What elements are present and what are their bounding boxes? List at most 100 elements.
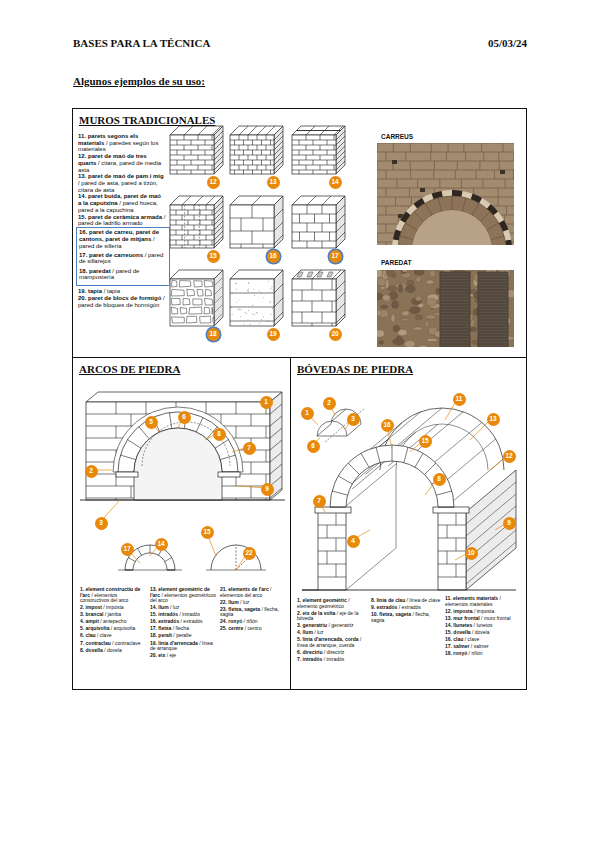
drawing-line: [302, 290, 303, 301]
drawing-line: [332, 279, 333, 290]
drawing-line: [479, 332, 507, 333]
term-catalan: 11. elements materials: [445, 595, 498, 601]
texture-dot: [259, 322, 261, 324]
term-spanish: / riñón: [242, 618, 257, 624]
drawing-line: [177, 170, 178, 174]
drawing-line: [431, 143, 432, 152]
drawing-line: [184, 205, 185, 248]
drawing-line: [214, 131, 223, 140]
drawing-line: [194, 215, 195, 220]
drawing-line: [214, 151, 223, 160]
drawing-line: [215, 314, 222, 321]
callout-number: 16: [269, 253, 276, 260]
drawing-line: [230, 165, 274, 166]
texture-dot: [255, 312, 257, 314]
drawing-line: [120, 455, 135, 460]
drawing-line: [182, 225, 183, 230]
drawing-line: [336, 146, 345, 155]
drawing-line: [251, 486, 252, 498]
term-spanish: / contraclave: [111, 640, 141, 646]
term-spanish: / muro frontal: [480, 615, 511, 621]
drawing-line: [252, 205, 253, 218]
drawing-line: [257, 155, 258, 160]
drawing-line: [334, 145, 335, 150]
drawing-line: [332, 270, 341, 279]
drawing-shape: [189, 307, 202, 314]
term-catalan: 20. paret de blocs de formigó: [78, 295, 161, 301]
drawing-line: [479, 338, 507, 339]
callout-circle: 15: [201, 526, 214, 539]
drawing-line: [377, 161, 378, 170]
drawing-line: [274, 146, 283, 155]
drawing-line: [261, 160, 262, 165]
drawing-line: [188, 210, 189, 215]
drawing-line: [274, 235, 283, 244]
term-catalan: 13. mur frontal: [445, 615, 480, 621]
drawing-line: [479, 293, 507, 294]
drawing-line: [441, 299, 469, 300]
texture-dot: [253, 288, 255, 290]
drawing-line: [205, 170, 206, 174]
texture-dot: [252, 304, 254, 306]
drawing-line: [336, 205, 345, 214]
drawing-line: [330, 507, 346, 508]
callout-number: 16: [383, 422, 390, 429]
drawing-line: [472, 203, 479, 215]
term-catalan: 23. fletxa, sageta: [220, 606, 260, 612]
drawing-rect: [315, 507, 351, 513]
drawing-line: [191, 170, 192, 174]
drawing-line: [128, 440, 141, 449]
drawing-line: [270, 160, 271, 165]
drawing-line: [479, 161, 480, 170]
stone: [438, 270, 443, 272]
texture-dot: [248, 309, 250, 311]
texture-dot: [253, 314, 255, 316]
drawing-line: [306, 155, 307, 160]
drawing-rect: [500, 170, 505, 174]
drawing-line: [177, 160, 178, 165]
term-spanish: / luz: [169, 604, 180, 610]
legend-item: 22. llum / luz: [220, 600, 286, 606]
callout-circle: 17: [329, 250, 342, 263]
drawing-shape: [197, 290, 203, 296]
wall-side: [336, 270, 345, 326]
drawing-line: [206, 235, 207, 240]
drawing-line: [170, 145, 214, 146]
drawing-line: [198, 165, 199, 170]
wall-side: [274, 196, 283, 248]
drawing-line: [320, 155, 321, 160]
term-spanish: / salmer: [469, 643, 488, 649]
texture-dot: [237, 309, 239, 311]
drawing-shape: [171, 307, 177, 314]
drawing-line: [395, 197, 396, 206]
page-header: BASES PARA LA TÉCNICA: [73, 37, 210, 49]
texture-dot: [236, 288, 238, 290]
callout-circle: 16: [267, 250, 280, 263]
drawing-line: [479, 311, 507, 312]
term-spanish: / riñón: [467, 650, 482, 656]
drawing-line: [165, 558, 172, 562]
drawing-line: [118, 570, 182, 571]
drawing-line: [198, 126, 207, 135]
drawing-line: [479, 281, 507, 282]
drawing-line: [230, 140, 274, 141]
callout-number: 5: [149, 419, 153, 426]
drawing-line: [252, 140, 253, 145]
callout-number: 2: [89, 468, 93, 475]
callout-circle: 1: [301, 407, 314, 420]
term-catalan: 6. directriu: [297, 649, 323, 655]
drawing-line: [466, 530, 516, 572]
drawing-line: [481, 143, 482, 152]
callout-circle: 15: [419, 435, 432, 448]
wall-drawing: [292, 270, 345, 326]
drawing-line: [299, 140, 300, 145]
stone: [429, 270, 435, 277]
term-catalan: 3. brancal: [80, 611, 103, 617]
term-catalan: 5. arquivolta: [80, 625, 109, 631]
term-spanish: / imposta: [102, 604, 124, 610]
term-catalan: 16. clau: [445, 636, 463, 642]
drawing-line: [318, 564, 346, 565]
callout-circle: 20: [329, 328, 342, 341]
drawing-shape: [327, 272, 333, 277]
section-subtitle: Algunos ejemplos de su uso:: [73, 75, 205, 87]
